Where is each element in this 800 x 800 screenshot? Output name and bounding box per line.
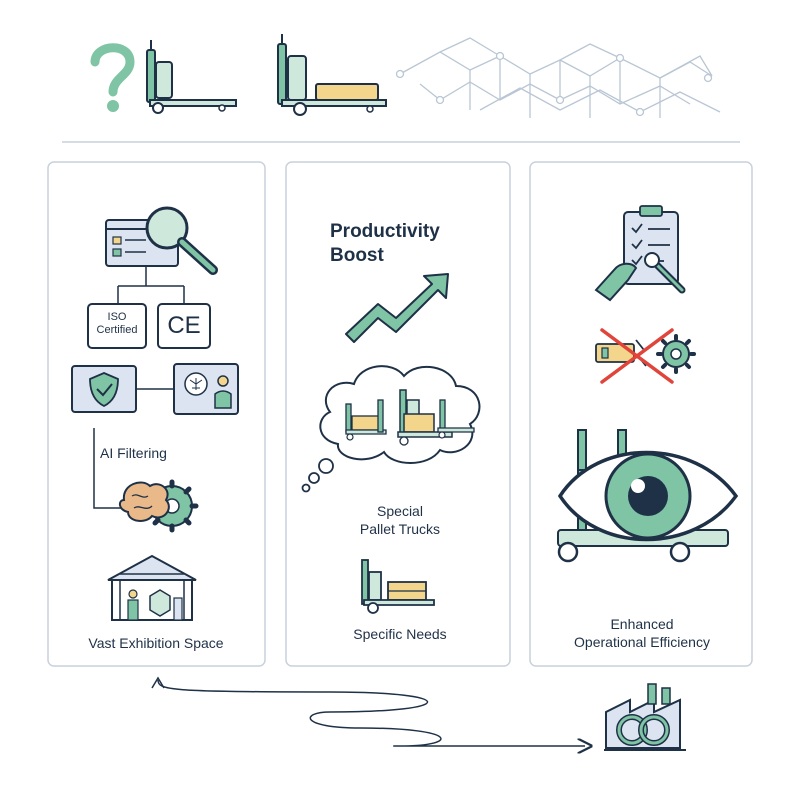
productivity-title-line1: Productivity (330, 221, 440, 242)
pallet-trucks-icon (345, 389, 475, 446)
certification-hierarchy-icon (117, 266, 185, 304)
clipboard-wrench-icon (594, 205, 686, 302)
left-panel (47, 161, 266, 667)
eye-pallet-truck-icon (557, 429, 739, 563)
shield-check-icon (71, 365, 137, 413)
productivity-title-line2: Boost (330, 245, 384, 266)
brain-gear-icon (118, 479, 199, 533)
winding-arrow-icon (157, 679, 585, 746)
presenter-screen-icon (173, 363, 239, 415)
ce-badge-label: CE (167, 312, 201, 339)
exhibition-space-label: Vast Exhibition Space (88, 635, 224, 651)
iso-label-line1: ISO (107, 311, 127, 323)
iso-badge (87, 303, 147, 349)
single-pallet-truck-icon (361, 559, 435, 614)
iso-badge-label: ISO Certified (88, 311, 146, 337)
special-pallet-trucks-label: Special Pallet Trucks (320, 502, 480, 538)
special-label-line1: Special (377, 503, 423, 519)
exhibition-hall-icon (107, 554, 197, 621)
arrow-tip (151, 676, 165, 689)
isometric-boxes-network-icon (395, 37, 721, 118)
magnifier-window-icon (105, 206, 218, 275)
iso-label-line2: Certified (96, 324, 138, 336)
empty-pallet-truck-icon (146, 40, 237, 114)
efficiency-label-line2: Operational Efficiency (574, 634, 710, 650)
operational-efficiency-label: Enhanced Operational Efficiency (545, 615, 739, 651)
loaded-pallet-truck-icon (277, 34, 387, 116)
factory-rings-icon (604, 683, 686, 751)
efficiency-label-line1: Enhanced (610, 616, 674, 632)
connector-line (93, 428, 122, 509)
growth-arrow-icon (345, 273, 449, 343)
ai-filtering-label: AI Filtering (100, 445, 167, 461)
no-breakdown-icon (595, 328, 696, 384)
productivity-boost-title: Productivity Boost (330, 220, 490, 268)
ce-badge (157, 303, 211, 349)
specific-needs-label: Specific Needs (353, 626, 447, 642)
special-label-line2: Pallet Trucks (359, 521, 441, 537)
question-mark-icon (90, 43, 135, 112)
